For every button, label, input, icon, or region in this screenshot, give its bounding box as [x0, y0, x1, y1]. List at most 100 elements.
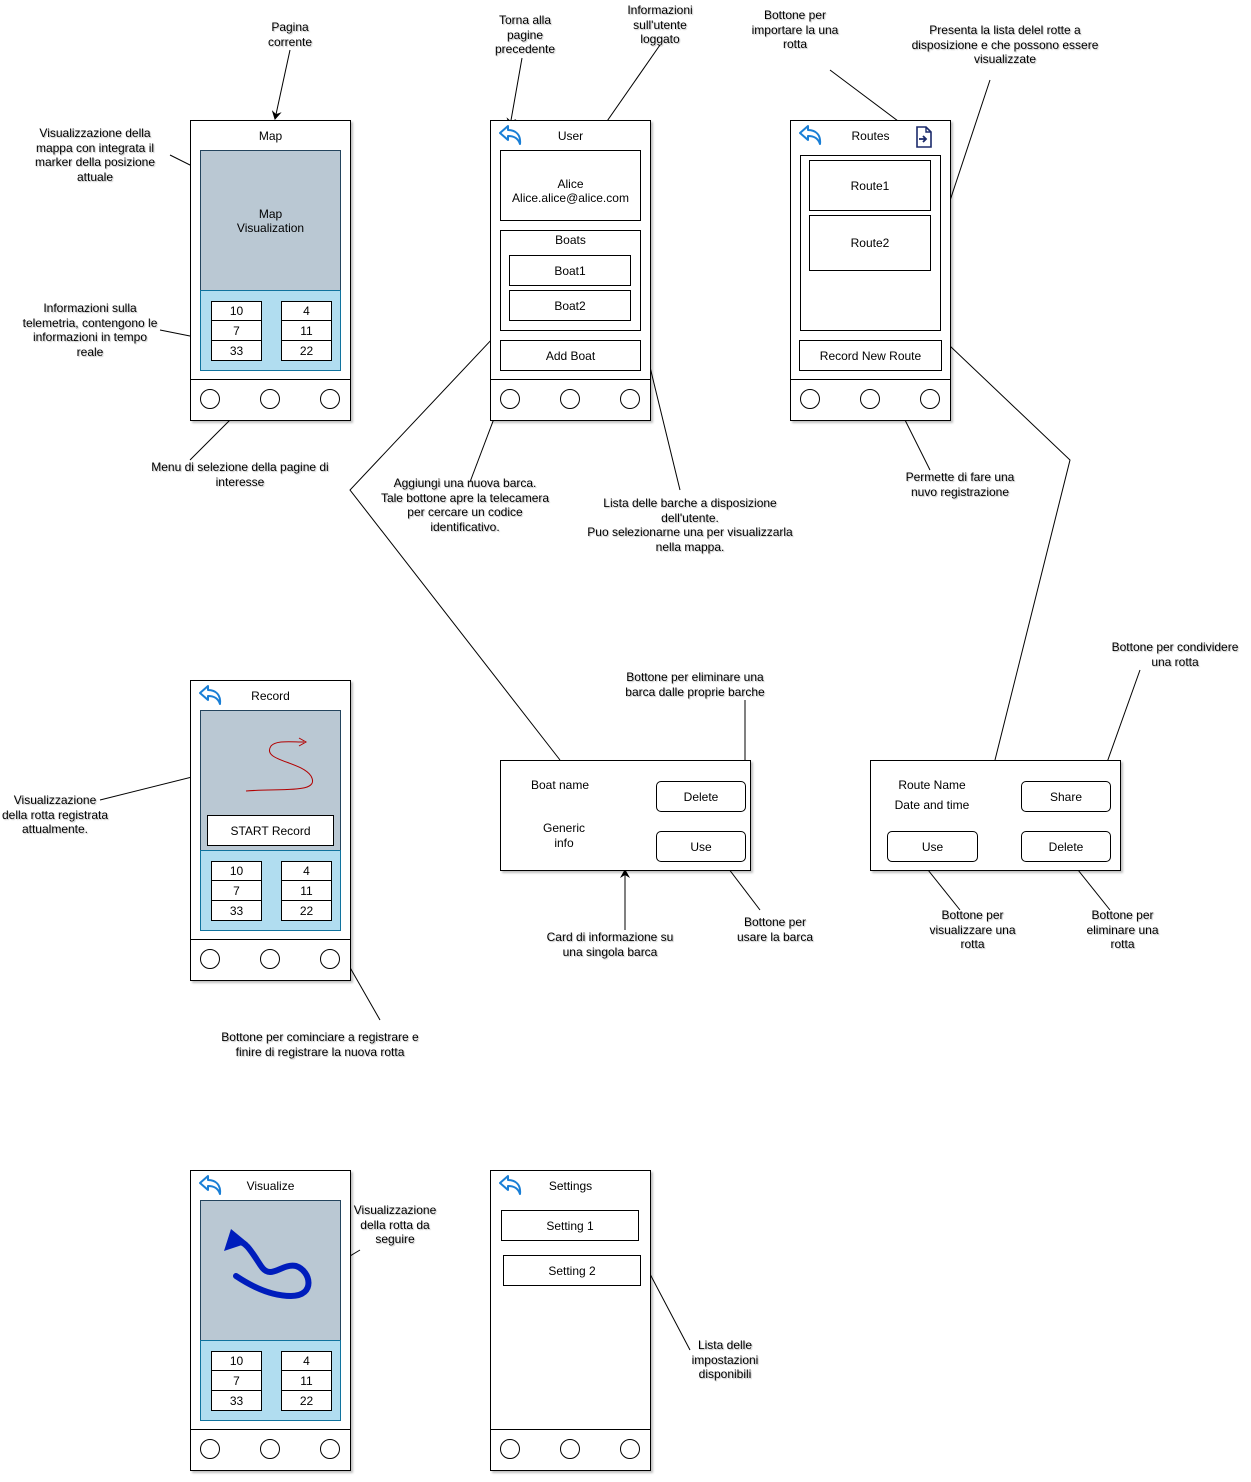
route-name: Route Name — [898, 778, 966, 792]
telemetry-panel: 10 7 33 4 11 22 — [200, 290, 341, 371]
annotation-delete-boat: Bottone per eliminare una barca dalle pr… — [625, 670, 765, 699]
annotation-boats-list: Lista delle barche a disposizione dell'u… — [587, 496, 793, 554]
boats-title: Boats — [555, 233, 586, 247]
page-title: Map — [258, 129, 283, 143]
setting-item[interactable]: Setting 1 — [501, 1210, 639, 1241]
nav-circle-icon[interactable] — [200, 949, 220, 969]
annotation-share-route: Bottone per condividere una rotta — [1111, 640, 1239, 669]
telemetry-value: 33 — [211, 900, 262, 921]
telemetry-value: 7 — [211, 1370, 262, 1391]
annotation-menu: Menu di selezione della pagine di intere… — [151, 460, 329, 489]
nav-circle-icon[interactable] — [260, 389, 280, 409]
nav-circle-icon[interactable] — [320, 949, 340, 969]
page-title: Settings — [548, 1179, 593, 1193]
nav-circle-icon[interactable] — [200, 1439, 220, 1459]
telemetry-value: 22 — [281, 900, 332, 921]
telemetry-value: 4 — [281, 301, 332, 321]
use-route-button[interactable]: Use — [887, 831, 978, 862]
bottom-nav — [191, 939, 350, 980]
telemetry-value: 10 — [211, 861, 262, 881]
map-label: Map Visualization — [236, 206, 305, 235]
nav-circle-icon[interactable] — [320, 1439, 340, 1459]
nav-circle-icon[interactable] — [500, 1439, 520, 1459]
annotation-telemetry: Informazioni sulla telemetria, contengon… — [22, 301, 158, 359]
annotation-user-info: Informazioni sull'utente loggato — [627, 3, 693, 46]
record-screen: Record START Record 10 7 33 4 11 22 — [190, 680, 351, 981]
telemetry-value: 11 — [281, 880, 332, 901]
route-item[interactable]: Route2 — [809, 215, 931, 271]
page-title: Record — [251, 689, 290, 703]
import-file-icon[interactable] — [915, 126, 933, 148]
add-boat-button[interactable]: Add Boat — [500, 340, 641, 371]
route-item[interactable]: Route1 — [809, 160, 931, 211]
nav-circle-icon[interactable] — [800, 389, 820, 409]
nav-circle-icon[interactable] — [200, 389, 220, 409]
record-new-route-button[interactable]: Record New Route — [799, 340, 942, 371]
settings-screen: Settings Setting 1 Setting 2 — [490, 1170, 651, 1471]
nav-circle-icon[interactable] — [620, 389, 640, 409]
nav-circle-icon[interactable] — [500, 389, 520, 409]
annotation-import-route: Bottone per importare la una rotta — [751, 8, 839, 51]
delete-route-button[interactable]: Delete — [1021, 831, 1111, 862]
routes-screen: Routes Route1 Route2 Record New Route — [790, 120, 951, 421]
annotation-current-page: Pagina corrente — [267, 20, 313, 49]
telemetry-value: 33 — [211, 1390, 262, 1411]
boat-item[interactable]: Boat1 — [509, 255, 631, 286]
setting-item[interactable]: Setting 2 — [503, 1255, 641, 1286]
annotation-boat-card: Card di informazione su una singola barc… — [546, 930, 674, 959]
user-info-card: Alice Alice.alice@alice.com — [500, 150, 641, 221]
annotation-settings-list: Lista delle impostazioni disponibili — [691, 1338, 759, 1381]
annotation-add-boat: Aggiungi una nuova barca. Tale bottone a… — [380, 476, 550, 534]
telemetry-value: 22 — [281, 340, 332, 361]
telemetry-panel: 10 7 33 4 11 22 — [200, 1340, 341, 1421]
user-email: Alice.alice@alice.com — [512, 190, 629, 205]
annotation-map-visualization: Visualizzazione della mappa con integrat… — [34, 126, 156, 184]
visualized-route-path — [224, 1229, 312, 1300]
bottom-nav — [491, 379, 650, 420]
telemetry-value: 4 — [281, 861, 332, 881]
bottom-nav — [191, 1429, 350, 1470]
annotation-use-boat: Bottone per usare la barca — [736, 915, 814, 944]
user-screen: User Alice Alice.alice@alice.com Boats B… — [490, 120, 651, 421]
annotation-go-back: Torna alla pagine precedente — [494, 13, 556, 56]
delete-boat-button[interactable]: Delete — [656, 781, 746, 812]
boat-generic-info: Generic info — [542, 821, 586, 850]
back-arrow-icon[interactable] — [197, 1174, 223, 1196]
telemetry-value: 33 — [211, 340, 262, 361]
nav-circle-icon[interactable] — [560, 389, 580, 409]
route-date-time: Date and time — [894, 798, 970, 812]
back-arrow-icon[interactable] — [797, 124, 823, 146]
nav-circle-icon[interactable] — [320, 389, 340, 409]
map-screen: Map Map Visualization 10 7 33 4 11 22 — [190, 120, 351, 421]
page-title: User — [557, 129, 584, 143]
nav-circle-icon[interactable] — [560, 1439, 580, 1459]
telemetry-value: 10 — [211, 1351, 262, 1371]
annotation-start-stop-record: Bottone per cominciare a registrare e fi… — [221, 1030, 419, 1059]
boat-item[interactable]: Boat2 — [509, 290, 631, 321]
telemetry-value: 4 — [281, 1351, 332, 1371]
nav-circle-icon[interactable] — [620, 1439, 640, 1459]
user-name: Alice — [557, 176, 584, 191]
nav-circle-icon[interactable] — [260, 949, 280, 969]
telemetry-value: 7 — [211, 320, 262, 341]
annotation-view-route: Bottone per visualizzare una rotta — [929, 908, 1016, 951]
telemetry-value: 10 — [211, 301, 262, 321]
annotation-recorded-route: Visualizzazione della rotta registrata a… — [1, 793, 109, 836]
back-arrow-icon[interactable] — [497, 1174, 523, 1196]
start-record-button[interactable]: START Record — [207, 815, 334, 846]
annotation-routes-list: Presenta la lista delel rotte a disposiz… — [911, 23, 1099, 66]
map-visualization[interactable]: Map Visualization — [200, 150, 341, 291]
back-arrow-icon[interactable] — [197, 684, 223, 706]
share-route-button[interactable]: Share — [1021, 781, 1111, 812]
back-arrow-icon[interactable] — [497, 124, 523, 146]
visualize-screen: Visualize 10 7 33 4 11 22 — [190, 1170, 351, 1471]
annotation-new-recording: Permette di fare una nuvo registrazione — [905, 470, 1015, 499]
page-title: Visualize — [246, 1179, 295, 1193]
nav-circle-icon[interactable] — [920, 389, 940, 409]
boat-card: Boat name Generic info Delete Use — [500, 760, 751, 871]
bottom-nav — [191, 379, 350, 420]
nav-circle-icon[interactable] — [260, 1439, 280, 1459]
nav-circle-icon[interactable] — [860, 389, 880, 409]
use-boat-button[interactable]: Use — [656, 831, 746, 862]
telemetry-value: 11 — [281, 1370, 332, 1391]
